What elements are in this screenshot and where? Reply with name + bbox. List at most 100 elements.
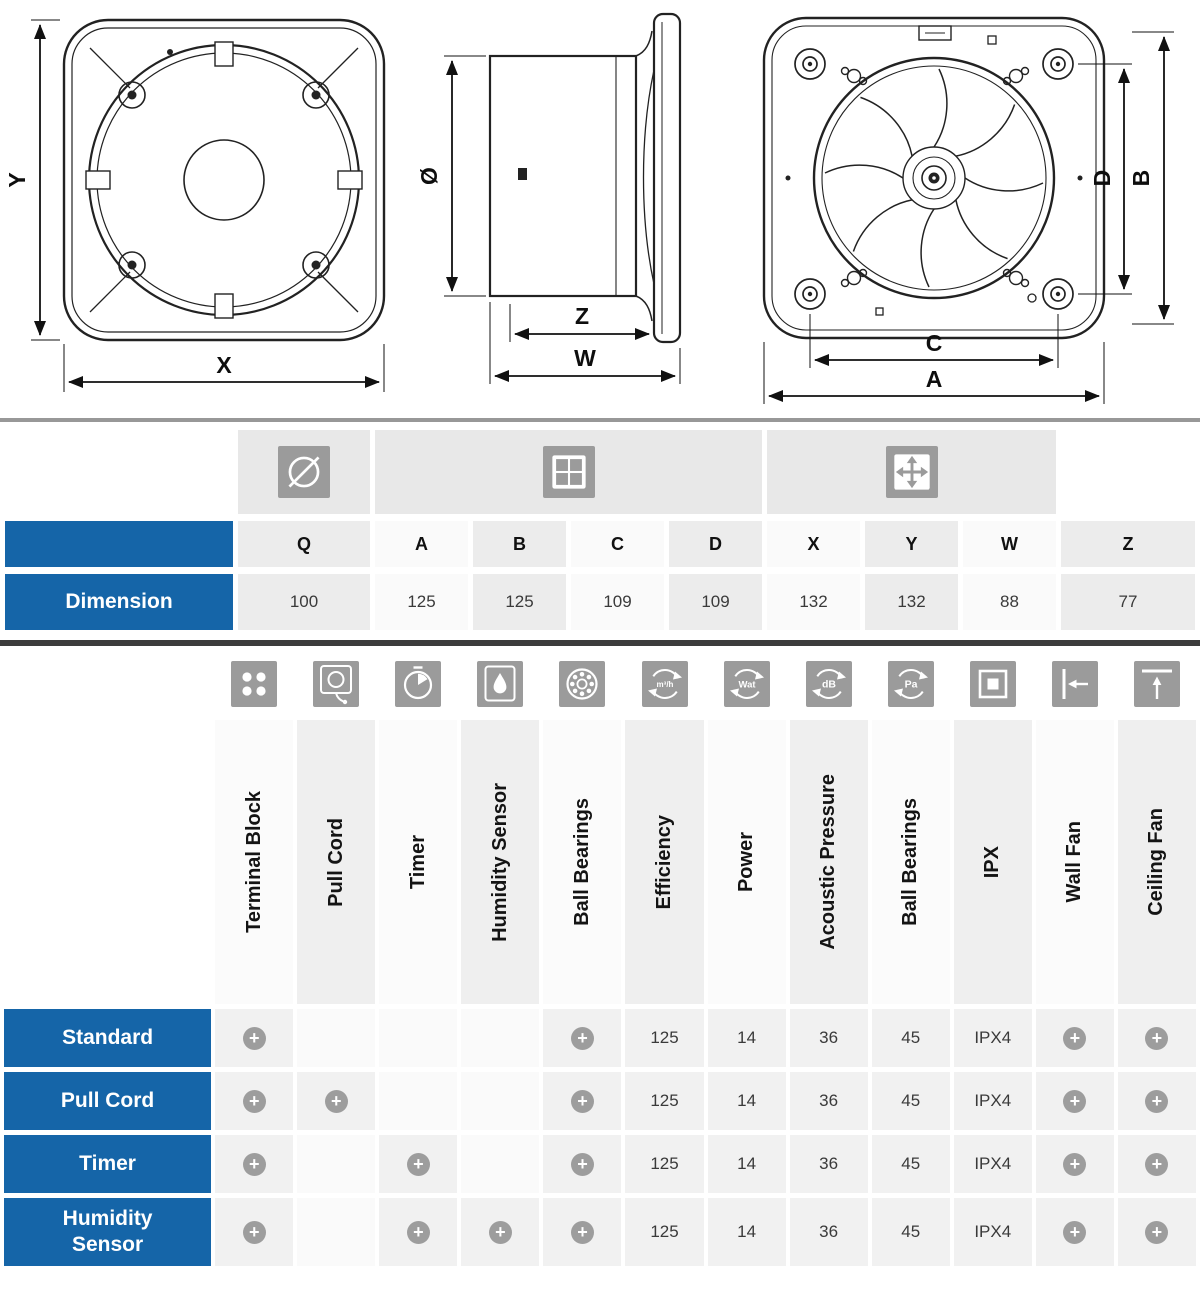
column-header-label: Efficiency (653, 814, 676, 910)
feature-icon-cell (297, 653, 376, 715)
timer-icon (395, 661, 442, 707)
svg-text:Wat: Wat (738, 679, 756, 690)
feature-cell: 45 (871, 1198, 950, 1266)
dim-col-header: Y (865, 521, 958, 567)
feature-cell: IPX4 (953, 1198, 1032, 1266)
back-view-drawing: C A D B (762, 16, 1174, 404)
dimension-icon-row (5, 430, 1195, 514)
column-header-timer: Timer (379, 720, 458, 1004)
dim-label-a: A (926, 366, 943, 392)
feature-icon-cell: Wat (707, 653, 786, 715)
feature-cell: + (379, 1198, 458, 1266)
feature-cell: IPX4 (953, 1072, 1032, 1130)
plus-icon: + (570, 1152, 594, 1176)
plus-icon: + (242, 1089, 266, 1113)
expand-icon (885, 446, 938, 498)
dim-label-b: B (1128, 170, 1154, 187)
dim-col-header: B (473, 521, 566, 567)
spacer-cell (4, 720, 212, 1004)
column-header-label: Acoustic Pressure (817, 774, 840, 950)
feature-cell (379, 1009, 458, 1067)
column-header-efficiency: Efficiency (625, 720, 704, 1004)
feature-cell (297, 1198, 376, 1266)
plus-icon: + (242, 1220, 266, 1244)
dim-label-d: D (1089, 170, 1115, 187)
feature-cell: + (1035, 1198, 1114, 1266)
column-header-label: Humidity Sensor (488, 782, 511, 942)
feature-cell: 36 (789, 1009, 868, 1067)
feature-cell: + (543, 1072, 622, 1130)
feature-cell (461, 1072, 540, 1130)
column-header-ball-bearings: Ball Bearings (543, 720, 622, 1004)
feature-icon-cell (543, 653, 622, 715)
feature-icon-cell: Pa (871, 653, 950, 715)
plus-icon: + (406, 1152, 430, 1176)
plus-icon: + (242, 1152, 266, 1176)
column-header-power: Power (707, 720, 786, 1004)
dim-value: 125 (375, 574, 468, 630)
diameter-icon (278, 446, 330, 498)
row-label-humidity-sensor: Humidity Sensor (4, 1198, 212, 1266)
dim-label-x: X (216, 352, 232, 378)
plus-icon: + (570, 1089, 594, 1113)
column-header-label: Power (735, 831, 758, 893)
feature-icon-cell (215, 653, 294, 715)
dim-col-header: A (375, 521, 468, 567)
feature-cell (297, 1009, 376, 1067)
feature-cell: + (1117, 1009, 1196, 1067)
feature-cell: 125 (625, 1009, 704, 1067)
dim-col-header: D (669, 521, 762, 567)
column-header-label: Timer (406, 834, 429, 890)
column-header-acoustic-pressure: Acoustic Pressure (789, 720, 868, 1004)
plus-icon: + (1145, 1220, 1169, 1244)
feature-cell: + (1035, 1072, 1114, 1130)
feature-icon-cell (461, 653, 540, 715)
feature-cell: 14 (707, 1198, 786, 1266)
dim-label-z: Z (575, 303, 589, 329)
feature-cell: + (297, 1072, 376, 1130)
pull-cord-icon (313, 661, 360, 707)
feature-cell: 14 (707, 1072, 786, 1130)
feature-cell: + (1117, 1072, 1196, 1130)
dim-value: 125 (473, 574, 566, 630)
dim-value: 132 (767, 574, 860, 630)
ball-bearings-icon (559, 661, 606, 707)
feature-cell (379, 1072, 458, 1130)
terminal-block-icon (231, 661, 278, 707)
power-icon: Wat (723, 661, 770, 707)
feature-cell: 36 (789, 1198, 868, 1266)
plus-icon: + (1063, 1026, 1087, 1050)
feature-cell: + (215, 1072, 294, 1130)
feature-icon-cell: dB (789, 653, 868, 715)
svg-text:dB: dB (822, 679, 836, 691)
row-label-pull-cord: Pull Cord (4, 1072, 212, 1130)
plus-icon: + (1063, 1089, 1087, 1113)
dim-value: 132 (865, 574, 958, 630)
feature-cell: 36 (789, 1072, 868, 1130)
feature-cell: + (1117, 1135, 1196, 1193)
overall-size-group (767, 430, 1056, 514)
column-header-label: Wall Fan (1063, 821, 1086, 903)
dim-value: 88 (963, 574, 1056, 630)
spacer-cell (4, 653, 212, 715)
feature-cell: 45 (871, 1135, 950, 1193)
feature-cell (297, 1135, 376, 1193)
side-view-drawing: Ø Z W (416, 12, 682, 384)
feature-cell: + (215, 1198, 294, 1266)
plus-icon: + (570, 1026, 594, 1050)
feature-cell: + (461, 1198, 540, 1266)
feature-cell: + (215, 1009, 294, 1067)
dimension-row-label: Dimension (5, 574, 233, 630)
column-header-ball-bearings: Ball Bearings (871, 720, 950, 1004)
feature-cell: 14 (707, 1135, 786, 1193)
feature-cell: 45 (871, 1009, 950, 1067)
row-label-standard: Standard (4, 1009, 212, 1067)
column-header-label: Ball Bearings (570, 798, 593, 926)
feature-cell: + (1035, 1009, 1114, 1067)
plus-icon: + (1145, 1152, 1169, 1176)
column-header-pull-cord: Pull Cord (297, 720, 376, 1004)
dim-label-diameter: Ø (416, 167, 442, 185)
